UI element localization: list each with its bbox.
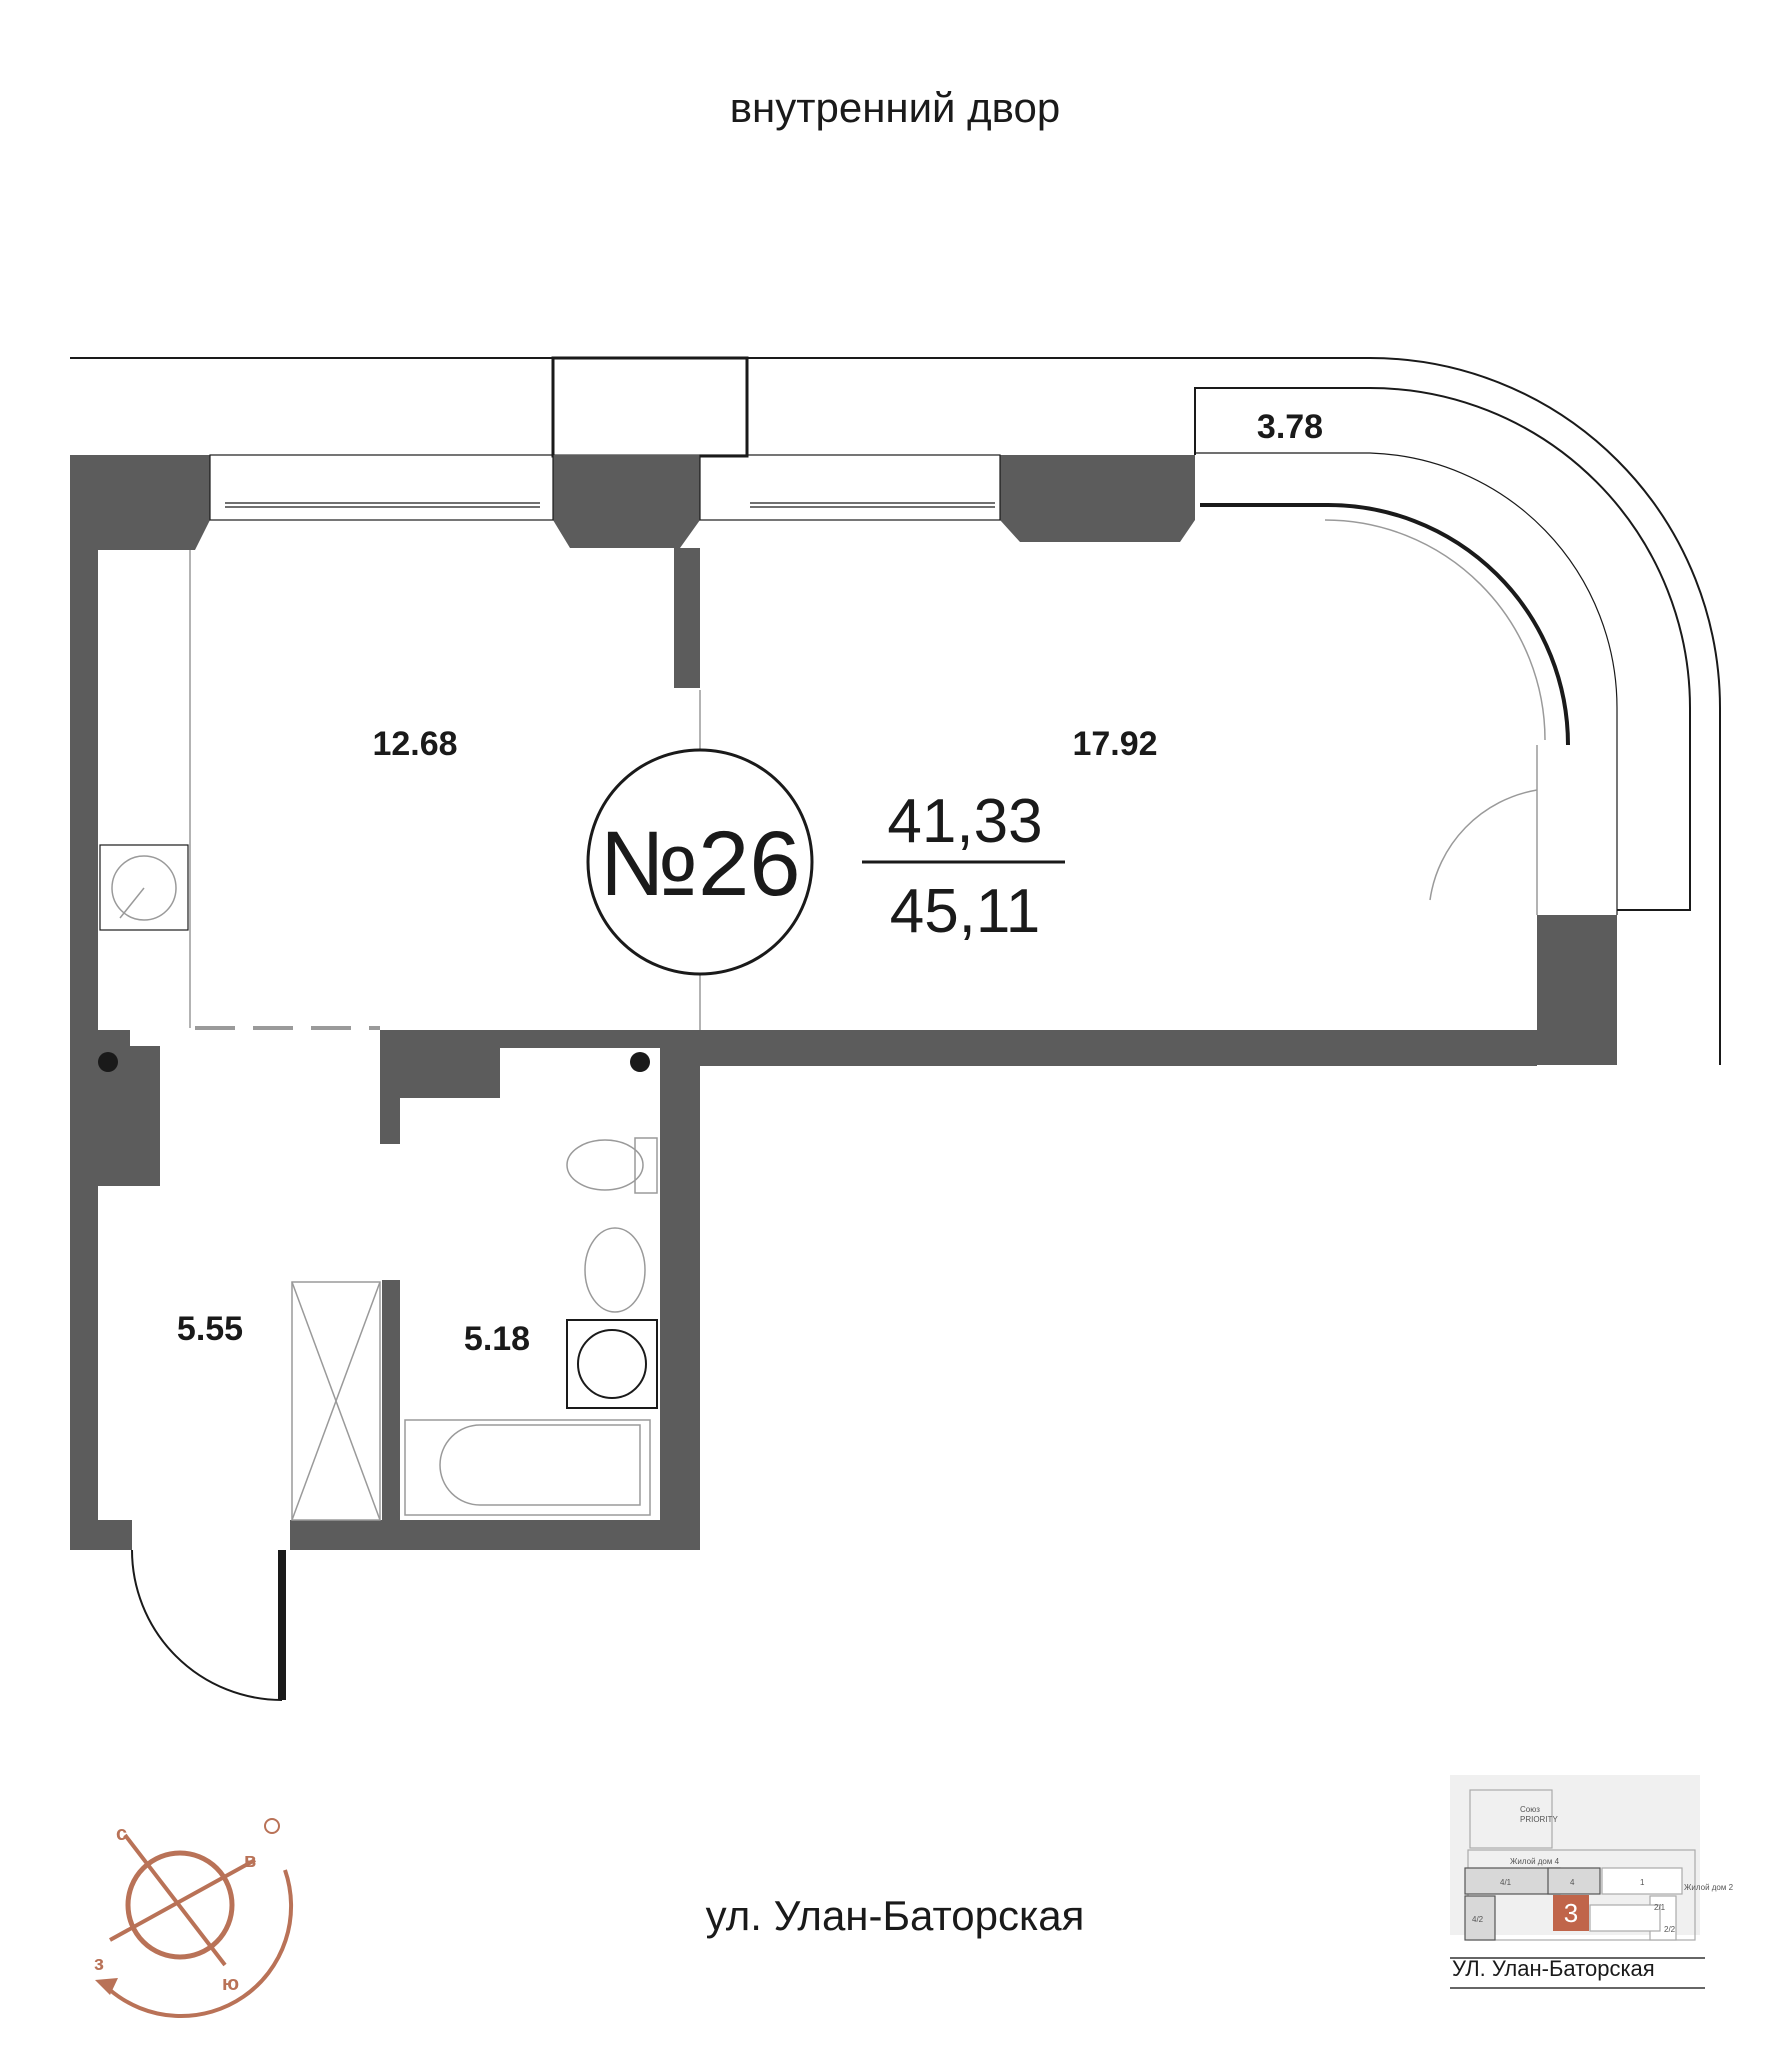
apartment-badge: №26: [586, 748, 814, 976]
site-map-label-2-1: 2/1: [1654, 1903, 1666, 1912]
site-map-label-soyuz: Союз: [1520, 1805, 1540, 1814]
room-area-bath: 5.18: [464, 1320, 530, 1358]
room-area-hall: 5.55: [177, 1310, 243, 1348]
wardrobe: [291, 1281, 381, 1521]
room-area-living: 17.92: [1072, 725, 1157, 763]
area-living: 41,33: [887, 787, 1042, 856]
area-fraction: 41,33 45,11: [862, 787, 1065, 946]
room-area-balcony: 3.78: [1257, 408, 1323, 446]
apartment-number: №26: [599, 813, 800, 915]
room-area-kitchen: 12.68: [372, 725, 457, 763]
compass-east: в: [244, 1850, 256, 1872]
site-map-label-4-2: 4/2: [1472, 1915, 1484, 1924]
compass: с в ю з: [94, 1818, 294, 2019]
site-map-label-4-1: 4/1: [1500, 1878, 1512, 1887]
balcony-glazing: [1194, 387, 1691, 915]
entrance-door: [131, 1549, 286, 1701]
compass-south: ю: [222, 1973, 239, 1995]
street-label: ул. Улан-Баторская: [706, 1892, 1085, 1939]
site-map-label-house2: Жилой дом 2: [1684, 1883, 1734, 1892]
compass-north: с: [116, 1823, 127, 1845]
courtyard-label: внутренний двор: [730, 84, 1061, 131]
kitchen-sink: [99, 844, 189, 931]
site-map-label-2-2: 2/2: [1664, 1925, 1676, 1934]
site-map: 3 Союз PRIORITY Жилой дом 4 4/1 4 1 4/2 …: [1450, 1775, 1734, 1989]
windows: [209, 454, 1001, 521]
area-total: 45,11: [890, 877, 1041, 946]
site-map-label-priority: PRIORITY: [1520, 1815, 1558, 1824]
site-map-label-1: 1: [1640, 1878, 1645, 1887]
compass-west: з: [94, 1953, 104, 1975]
walls: [70, 455, 1617, 1550]
site-map-label-house4: Жилой дом 4: [1510, 1857, 1560, 1866]
site-map-street: УЛ. Улан-Баторская: [1452, 1956, 1655, 1981]
sun-icon: [264, 1818, 280, 1834]
site-map-highlight-label: 3: [1564, 1898, 1578, 1928]
facade-lines: [70, 356, 1721, 1065]
bath-fixtures: [98, 1052, 658, 1516]
site-map-highlight: [1553, 1895, 1589, 1931]
site-map-label-4: 4: [1570, 1878, 1575, 1887]
